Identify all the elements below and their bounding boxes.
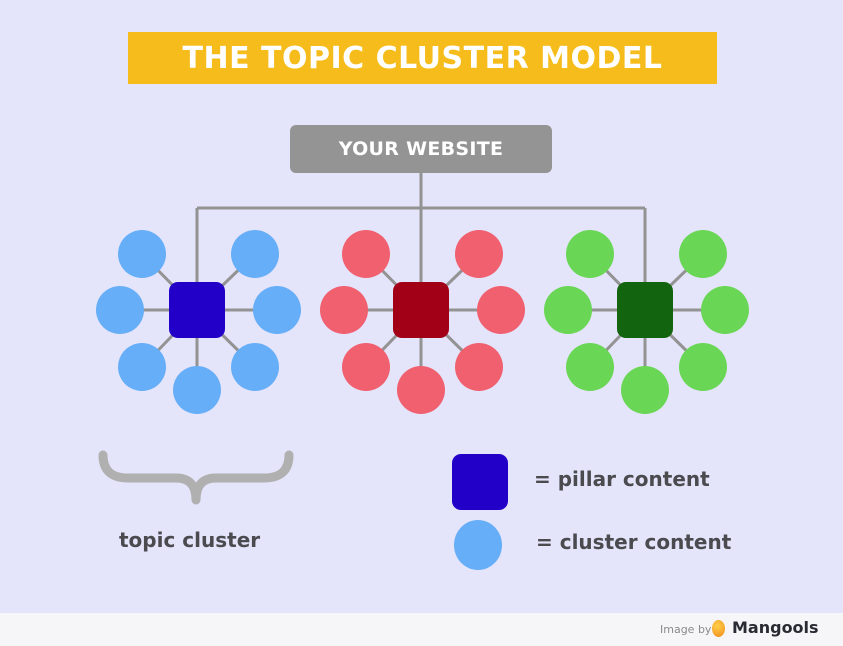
cluster-content-node xyxy=(701,286,749,334)
cluster-content-node xyxy=(455,230,503,278)
topic-cluster-label: topic cluster xyxy=(119,528,261,552)
cluster-content-node xyxy=(477,286,525,334)
cluster-nodes xyxy=(96,230,749,414)
image-by-text: Image by xyxy=(660,623,712,636)
cluster-content-node xyxy=(173,366,221,414)
curly-brace-icon xyxy=(98,450,294,505)
cluster-content-node xyxy=(455,343,503,391)
cluster-content-node xyxy=(544,286,592,334)
legend-cluster-swatch xyxy=(454,520,502,570)
cluster-content-node xyxy=(621,366,669,414)
cluster-content-node xyxy=(118,343,166,391)
cluster-content-node xyxy=(397,366,445,414)
cluster-content-node xyxy=(566,343,614,391)
mangools-logo-icon xyxy=(712,620,725,637)
cluster-content-node xyxy=(118,230,166,278)
cluster-content-node xyxy=(679,230,727,278)
cluster-diagram xyxy=(96,173,749,570)
cluster-content-node xyxy=(231,343,279,391)
pillar-content-label: = pillar content xyxy=(534,467,710,491)
cluster-content-node xyxy=(231,230,279,278)
cluster-content-label: = cluster content xyxy=(536,530,732,554)
cluster-content-node xyxy=(342,230,390,278)
cluster-content-node xyxy=(96,286,144,334)
cluster-content-node xyxy=(679,343,727,391)
pillar-content-node xyxy=(393,282,449,338)
pillar-content-node xyxy=(617,282,673,338)
cluster-content-node xyxy=(253,286,301,334)
diagram-title: THE TOPIC CLUSTER MODEL xyxy=(128,32,717,84)
cluster-content-node xyxy=(320,286,368,334)
cluster-content-node xyxy=(566,230,614,278)
legend-pillar-swatch xyxy=(452,454,508,510)
brand-name: Mangools xyxy=(732,618,819,637)
cluster-content-node xyxy=(342,343,390,391)
pillar-content-node xyxy=(169,282,225,338)
connector-lines xyxy=(120,173,725,390)
your-website-node: YOUR WEBSITE xyxy=(290,125,552,173)
footer: Image by Mangools xyxy=(0,613,843,646)
